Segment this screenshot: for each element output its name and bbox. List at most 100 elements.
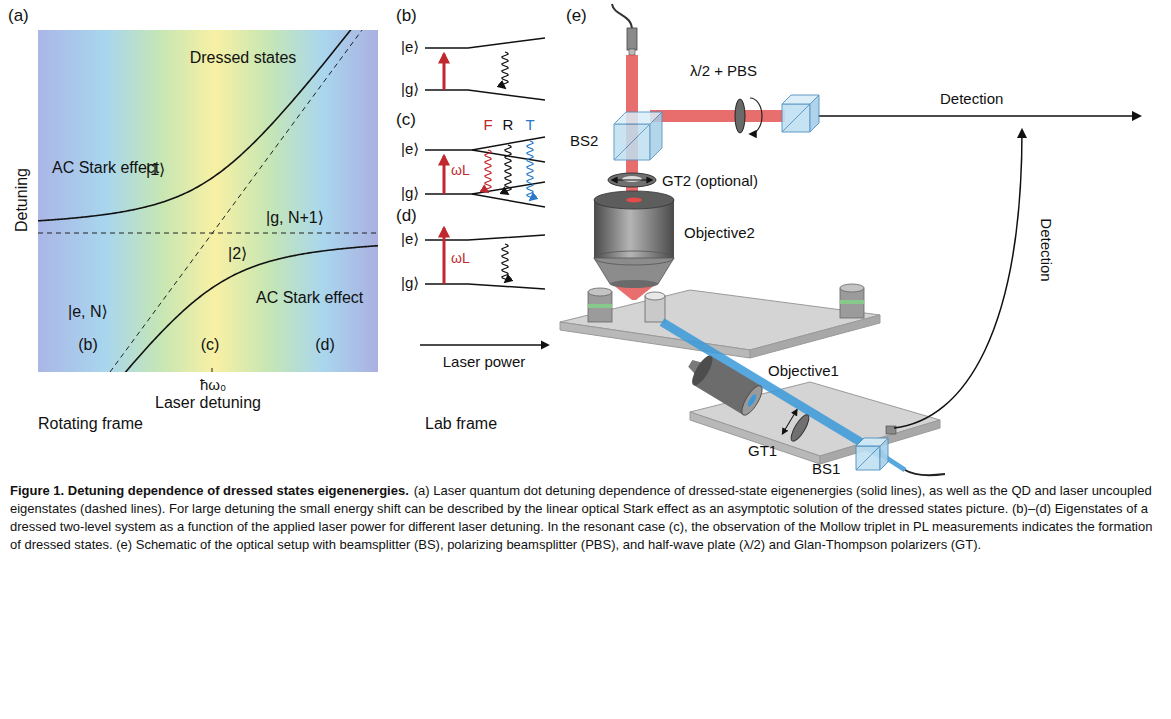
polarizer <box>788 413 812 444</box>
energy-plot <box>38 233 378 234</box>
component-label: Objective2 <box>684 224 755 242</box>
state-label: |e⟩ <box>401 230 419 248</box>
panel-letter: (c) <box>396 110 416 130</box>
beamsplitter-cube <box>880 438 888 470</box>
level-diagram <box>472 194 545 207</box>
polarizer <box>782 409 812 443</box>
figure-caption: Figure 1. Detuning dependence of dressed… <box>10 482 1160 554</box>
sample-stage <box>560 290 880 350</box>
axis-tick: ħω₀ <box>200 376 226 394</box>
energy-plot-area: Dressed statesAC Stark effect|1⟩|g, N+1⟩… <box>38 30 378 372</box>
panel-marker: (b) <box>78 335 98 354</box>
half-wave-plate <box>750 98 762 134</box>
piezo-stack <box>588 284 864 322</box>
laser-arrow <box>443 228 446 284</box>
sample-stage <box>750 315 880 358</box>
state-label: |e⟩ <box>401 38 419 56</box>
piezo-stack <box>840 288 864 318</box>
objective <box>610 280 658 288</box>
frame-label: Lab frame <box>425 414 497 433</box>
polarizer <box>612 180 652 181</box>
objective <box>738 383 766 418</box>
piezo-stack <box>645 292 665 300</box>
level-diagram <box>425 137 545 150</box>
path-label: Detection <box>940 90 1003 108</box>
emission-wave <box>527 141 533 200</box>
piezo-stack <box>840 284 864 318</box>
beamsplitter-cube <box>856 446 880 470</box>
fiber <box>627 28 637 50</box>
mollow-peak: R <box>503 116 514 134</box>
fiber <box>612 4 632 30</box>
panel-marker: (c) <box>201 335 220 354</box>
emission-wave <box>502 52 508 88</box>
objective <box>594 191 674 209</box>
sample-stage <box>560 290 880 358</box>
axis-label: Detuning <box>12 168 31 232</box>
polarizing-beamsplitter <box>782 95 819 132</box>
beamsplitter-cube <box>856 438 888 470</box>
energy-plot <box>110 30 362 372</box>
level-diagram <box>425 38 545 100</box>
laser-label: ωL <box>451 250 470 267</box>
state-label: |g⟩ <box>401 274 419 292</box>
emission-wave <box>485 52 533 282</box>
plot-annotation: |1⟩ <box>146 160 165 179</box>
plot-annotation: |2⟩ <box>228 244 247 263</box>
polarizer <box>622 176 642 182</box>
panel-letter: (a) <box>8 6 29 26</box>
level-diagram <box>425 38 545 48</box>
laser-label: ωL <box>451 162 470 179</box>
energy-plot <box>38 30 378 372</box>
component-label: Objective1 <box>768 362 839 380</box>
plot-annotation: AC Stark effect <box>256 288 363 307</box>
mollow-peak: T <box>525 116 534 134</box>
beamsplitter-cube <box>856 446 880 470</box>
detection-arrow <box>818 115 1140 117</box>
plot-annotation: AC Stark effect <box>52 158 159 177</box>
dressed-state-curve <box>38 246 378 372</box>
axis-label: Laser detuning <box>155 393 261 412</box>
dressed-state-curve <box>38 30 378 221</box>
component-label: GT2 (optional) <box>662 172 758 190</box>
fiber <box>629 49 635 55</box>
component-label: GT1 <box>748 442 777 460</box>
objective <box>746 393 757 408</box>
emission-wave <box>505 145 511 194</box>
objective <box>682 349 766 418</box>
laser-arrow <box>443 156 446 194</box>
caption-title: Figure 1. Detuning dependence of dressed… <box>10 483 409 498</box>
power-axis-arrow <box>420 344 548 345</box>
optics-stage <box>690 412 820 464</box>
energy-plot <box>38 30 378 372</box>
beamsplitter-cube <box>650 112 662 160</box>
piezo-stack <box>588 288 612 296</box>
fiber <box>612 4 637 55</box>
half-wave-plate <box>735 99 745 133</box>
half-wave-plate <box>735 98 762 134</box>
polarizing-beamsplitter <box>782 104 810 132</box>
axis-label: Laser power <box>443 353 526 371</box>
energy-plot <box>38 0 378 481</box>
objective <box>594 191 674 288</box>
emission-wave <box>502 244 508 282</box>
state-label: |g⟩ <box>401 184 419 202</box>
state-label: |g⟩ <box>401 80 419 98</box>
blue-beam <box>662 322 882 455</box>
piezo-stack <box>840 284 864 292</box>
component-label: λ/2 + PBS <box>690 62 757 80</box>
panel-marker: (d) <box>315 335 335 354</box>
objective <box>594 251 674 265</box>
panel-letter: (e) <box>566 6 587 26</box>
mollow-peak: F <box>483 116 492 134</box>
frame-label: Rotating frame <box>38 414 143 433</box>
level-diagram <box>425 90 545 100</box>
detection-fiber <box>894 130 1022 428</box>
polarizing-beamsplitter <box>782 104 810 132</box>
emission-wave <box>485 150 491 192</box>
piezo-stack <box>840 300 864 304</box>
beamsplitter-cube <box>614 124 650 160</box>
objective <box>688 353 716 388</box>
polarizer <box>608 173 656 187</box>
component-label: BS1 <box>812 460 840 478</box>
